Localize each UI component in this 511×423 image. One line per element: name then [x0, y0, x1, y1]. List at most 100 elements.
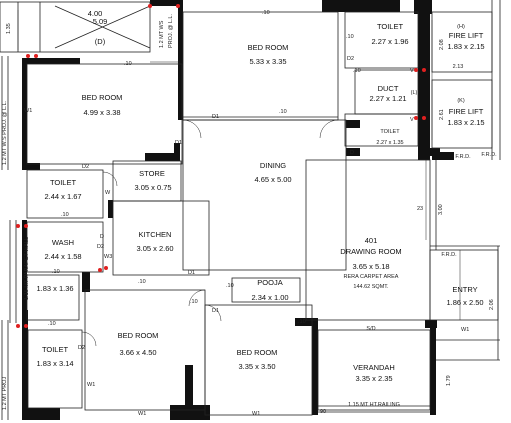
- dim-206: 2.06: [489, 299, 495, 310]
- dining-name: DINING: [260, 161, 286, 170]
- pooja-dim: 2.34 x 1.00: [251, 293, 288, 302]
- dim-179: 1.79: [446, 375, 452, 386]
- toilet-left-name: TOILET: [50, 178, 77, 187]
- opening-tags: .10 .10 .10 .10 .10 .10 .10 .10 .10 .10 …: [24, 10, 469, 417]
- tag-10-j: .10: [190, 299, 198, 305]
- bed-left-dim: 4.99 x 3.38: [83, 108, 120, 117]
- kitchen-name: KITCHEN: [139, 230, 172, 239]
- tag-10-f: .10: [138, 279, 146, 285]
- tag-10-l: .10: [52, 269, 60, 275]
- toilet-small-name: TOILET: [380, 129, 400, 135]
- frd-1: F.R.D.: [455, 154, 471, 160]
- tag-10-c: .10: [279, 109, 287, 115]
- bed-top-dim: 5.33 x 3.35: [249, 57, 286, 66]
- tag-w1-a: W1: [24, 108, 32, 114]
- frd-3: F.R.D.: [481, 152, 497, 158]
- bed-top-name: BED ROOM: [248, 43, 289, 52]
- tag-d1-a: D1: [212, 114, 219, 120]
- dim-261: 2.61: [439, 109, 445, 120]
- tag-d2-d: D2: [78, 345, 85, 351]
- bed-left-name: BED ROOM: [82, 93, 123, 102]
- tag-10-d: .10: [353, 68, 361, 74]
- pooja-name: POOJA: [257, 278, 282, 287]
- tag-d2-a: D2: [347, 56, 354, 62]
- toilet-small-dim: 2.27 x 1.35: [376, 140, 403, 146]
- lift1-mark: (H): [457, 24, 465, 30]
- kitchen-dim: 3.05 x 2.60: [136, 244, 173, 253]
- toilet-bl-dim: 1.83 x 3.14: [36, 359, 73, 368]
- dim-208: 2.08: [439, 39, 445, 50]
- entry-name: ENTRY: [452, 285, 477, 294]
- tag-w-a: W: [105, 190, 111, 196]
- duct-name: DUCT: [378, 84, 399, 93]
- tag-d-a: D: [350, 150, 354, 156]
- bed-bl-dim: 3.66 x 4.50: [119, 348, 156, 357]
- rera-line2: 144.62 SQMT.: [353, 284, 389, 290]
- unit-label: 401: [365, 236, 378, 245]
- top-note-1: 1.2 MT WS: [159, 20, 165, 48]
- bed-bm-dim: 3.35 x 3.50: [238, 362, 275, 371]
- room-labels: 4.00 5.09 (D) BED ROOM 5.33 x 3.35 TOILE…: [36, 9, 484, 383]
- tag-w3: W3: [104, 254, 112, 260]
- bed-bm-name: BED ROOM: [237, 348, 278, 357]
- tag-w1-c: W1: [138, 411, 146, 417]
- dim-23: 23: [417, 206, 423, 212]
- tag-d1-c: D1: [212, 308, 219, 314]
- rail-left-dim: 1.83 x 1.36: [36, 284, 73, 293]
- top-note-2: PROJ. @ L.L.: [168, 14, 174, 48]
- store-name: STORE: [139, 169, 165, 178]
- toilet-left-dim: 2.44 x 1.67: [44, 192, 81, 201]
- lift1-name: FIRE LIFT: [449, 31, 484, 40]
- dimension-lines: [17, 10, 461, 320]
- tag-10-e: .10: [61, 212, 69, 218]
- tag-d2-b: D2: [82, 164, 89, 170]
- toilet-top-dim: 2.27 x 1.96: [371, 37, 408, 46]
- wash-dim: 2.44 x 1.58: [44, 252, 81, 261]
- lift2-dim: 1.83 x 2.15: [447, 118, 484, 127]
- tag-v-a: V: [410, 68, 414, 74]
- tag-10-b: .10: [124, 61, 132, 67]
- drawing-name: DRAWING ROOM: [340, 247, 401, 256]
- toilet-top-name: TOILET: [377, 22, 404, 31]
- top-left-dim: 5.09: [93, 17, 108, 26]
- dining-dim: 4.65 x 5.00: [254, 175, 291, 184]
- tag-d1-d: D1: [188, 270, 195, 276]
- tag-w1-e: W1: [87, 382, 95, 388]
- tag-d-b: D: [100, 234, 104, 240]
- red-markers: [16, 4, 426, 328]
- drawing-dim: 3.65 x 5.18: [352, 262, 389, 271]
- parapet-left-note: 1.15 MT PARAPET WALL: [24, 237, 30, 300]
- tag-10-a: .10: [262, 10, 270, 16]
- verandah-name: VERANDAH: [353, 363, 395, 372]
- bed-bl-name: BED ROOM: [118, 331, 159, 340]
- toilet-bl-name: TOILET: [42, 345, 69, 354]
- frd-2: F.R.D.: [441, 252, 457, 258]
- thick-walls: [22, 0, 454, 420]
- tag-10-g: .10: [298, 319, 306, 325]
- entry-dim: 1.86 x 2.50: [446, 298, 483, 307]
- lift2-name: FIRE LIFT: [449, 107, 484, 116]
- tag-10-i: .10: [226, 283, 234, 289]
- top-left-dim2: 4.00: [88, 9, 103, 18]
- dim-135: 1.35: [6, 23, 12, 34]
- duct-mark: (L): [411, 90, 418, 96]
- proj-note: 1.2 MT PROJ: [2, 377, 8, 410]
- tag-d1-b: D1: [175, 140, 182, 146]
- top-left-mark: (D): [95, 37, 106, 46]
- duct-dim: 2.27 x 1.21: [369, 94, 406, 103]
- tag-10-h: .10: [48, 321, 56, 327]
- dim-300: 3.00: [438, 204, 444, 215]
- railing-note: 1.15 MT HT.RAILING: [348, 402, 400, 408]
- annotations: 1.15 MT HT.RAILING 1.83 x 1.36 F.R.D. F.…: [2, 14, 497, 415]
- tag-w1-b: W1: [461, 327, 469, 333]
- lift1-dim: 1.83 x 2.15: [447, 42, 484, 51]
- door-swings: [81, 119, 339, 347]
- tag-v-b: V: [410, 117, 414, 123]
- wash-name: WASH: [52, 238, 74, 247]
- tag-d2-c: D2: [97, 244, 104, 250]
- sd-tag: S/D: [366, 326, 375, 332]
- tag-10-k: .10: [346, 34, 354, 40]
- store-dim: 3.05 x 0.75: [134, 183, 171, 192]
- partition-lines: [0, 0, 501, 420]
